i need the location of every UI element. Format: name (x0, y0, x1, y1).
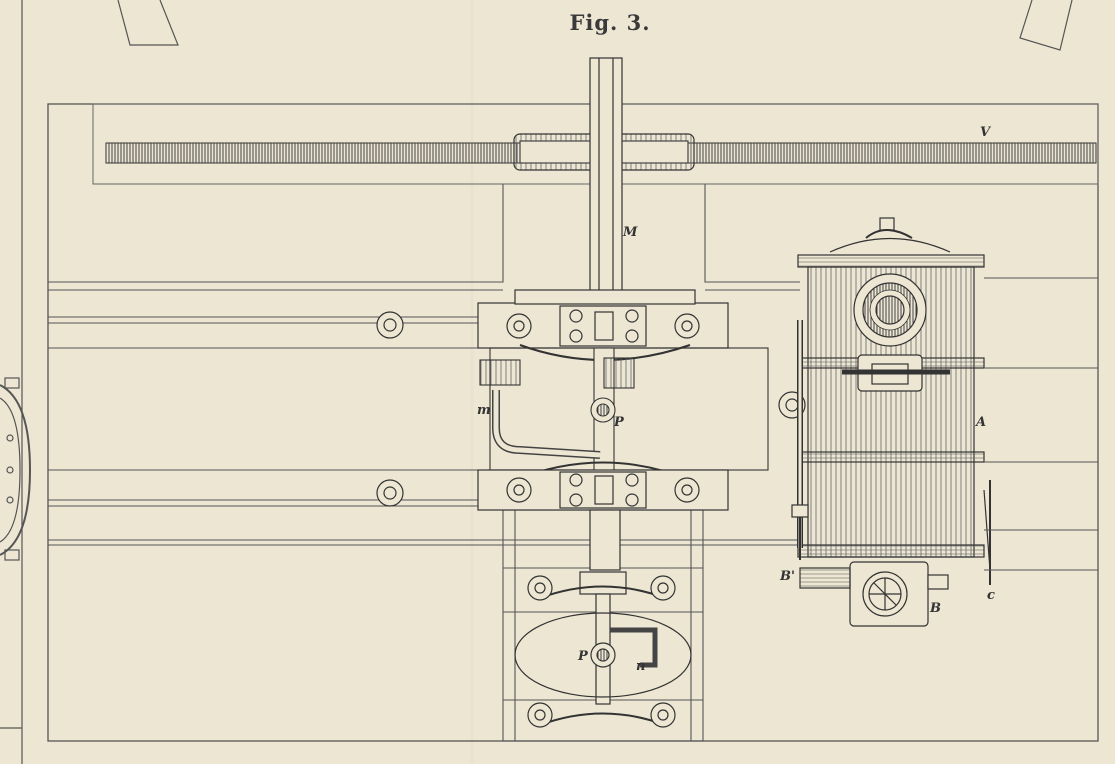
valve-b (791, 504, 949, 627)
label-p-lower: P (578, 649, 588, 664)
label-p: P (614, 415, 624, 430)
vessel-a (797, 217, 991, 585)
upper-crosshead (477, 289, 729, 361)
main-shaft (589, 57, 623, 299)
center-column (48, 184, 800, 742)
top-fragments (117, 0, 1073, 51)
label-a: A (976, 415, 987, 430)
label-m-upper: M (623, 225, 638, 240)
label-m-lower: m (477, 403, 491, 418)
label-c: c (987, 588, 995, 603)
lower-crosshead (477, 461, 729, 571)
right-rails (984, 277, 1098, 571)
label-b: B (930, 601, 941, 616)
figure-title: Fig. 3. (569, 10, 651, 35)
label-v: V (980, 125, 991, 140)
left-margin-figure (0, 0, 32, 764)
lower-assembly (514, 571, 692, 728)
label-b-prime: B' (780, 569, 795, 584)
guide-block (479, 347, 769, 509)
label-n: n (636, 659, 646, 674)
